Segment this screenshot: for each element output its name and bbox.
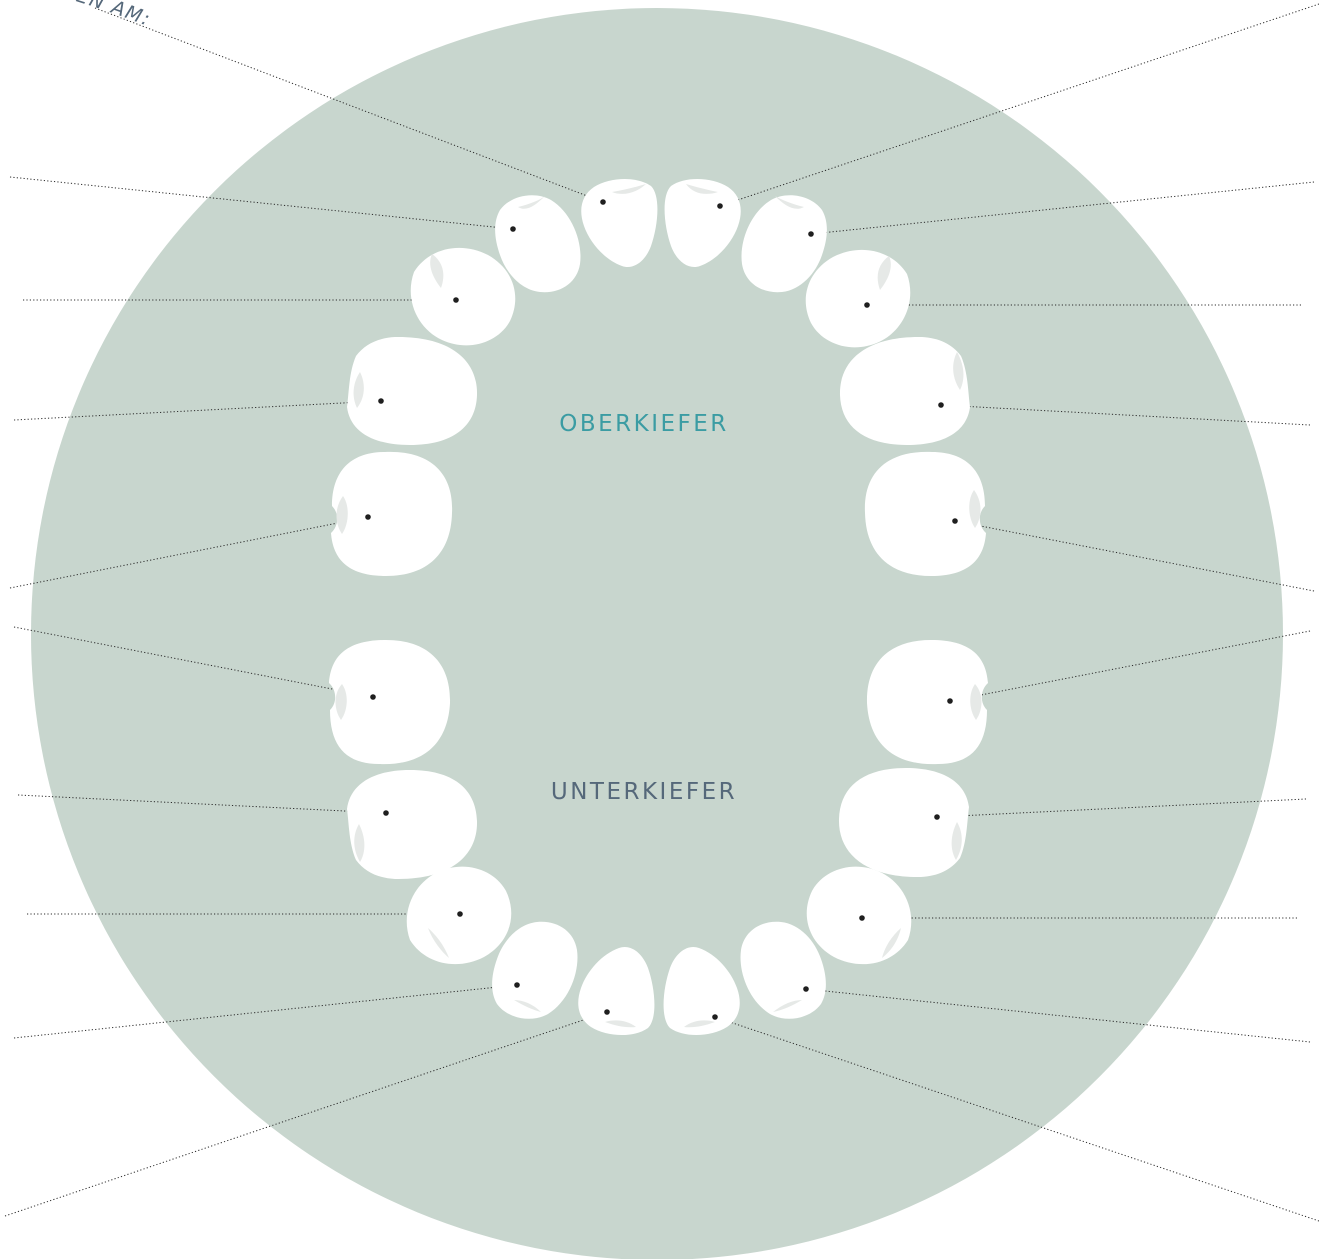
leader-dot [383, 810, 389, 816]
leader-dot [712, 1014, 718, 1020]
lower-jaw [329, 640, 988, 1036]
tooth-lower-right-lateral-incisor[interactable] [740, 921, 826, 1019]
leader-dot [453, 297, 459, 303]
tooth-upper-right-molar-1[interactable] [839, 336, 970, 445]
upper-jaw-label: OBERKIEFER [559, 411, 729, 437]
upper-jaw [331, 178, 986, 576]
leader-dot [808, 231, 814, 237]
tooth-lower-left-molar-2[interactable] [329, 640, 451, 765]
leader-lines [4, 3, 1319, 1222]
background-disc [31, 8, 1283, 1259]
leader-line [13, 400, 382, 421]
lower-jaw-label: UNTERKIEFER [551, 779, 737, 805]
tooth-upper-right-molar-2[interactable] [864, 451, 986, 576]
leader-dot [370, 694, 376, 700]
leader-dot [859, 915, 865, 921]
tooth-lower-left-molar-1[interactable] [347, 770, 478, 880]
leader-dot [600, 199, 606, 205]
tooth-upper-left-molar-2[interactable] [331, 451, 453, 576]
tooth-lower-right-molar-2[interactable] [866, 640, 988, 765]
leader-line [805, 988, 1311, 1043]
leader-dot [938, 402, 944, 408]
leader-dot [947, 698, 953, 704]
tooth-lower-left-lateral-incisor[interactable] [492, 921, 578, 1019]
leader-dot [717, 203, 723, 209]
leader-dot [365, 514, 371, 520]
leader-line [714, 1016, 1319, 1222]
tooth-upper-right-canine[interactable] [805, 249, 911, 348]
leader-line [94, 7, 604, 203]
tooth-lower-right-canine[interactable] [806, 866, 912, 965]
tooth-lower-right-central-incisor[interactable] [663, 946, 740, 1036]
leader-dot [864, 302, 870, 308]
leader-dot [514, 982, 520, 988]
leader-dot [803, 986, 809, 992]
leader-line [17, 794, 387, 814]
leader-line [936, 798, 1307, 818]
leader-dot [604, 1009, 610, 1015]
tooth-upper-left-molar-1[interactable] [347, 336, 478, 445]
leader-dot [378, 398, 384, 404]
leader-line [940, 404, 1311, 426]
leader-line [4, 1011, 608, 1217]
leader-dot [510, 226, 516, 232]
leader-dot [457, 911, 463, 917]
tooth-upper-left-central-incisor[interactable] [581, 178, 658, 268]
tooth-upper-left-lateral-incisor[interactable] [495, 195, 581, 293]
tooth-upper-left-canine[interactable] [410, 247, 516, 346]
leader-dot [952, 518, 958, 524]
heading-lost-on: EFALLEN AM: [13, 0, 154, 31]
tooth-upper-right-lateral-incisor[interactable] [741, 195, 827, 293]
leader-dots [365, 199, 958, 1020]
tooth-lower-right-molar-1[interactable] [838, 768, 969, 878]
tooth-lower-left-central-incisor[interactable] [578, 946, 655, 1036]
tooth-upper-right-central-incisor[interactable] [664, 178, 741, 268]
leader-dot [934, 814, 940, 820]
